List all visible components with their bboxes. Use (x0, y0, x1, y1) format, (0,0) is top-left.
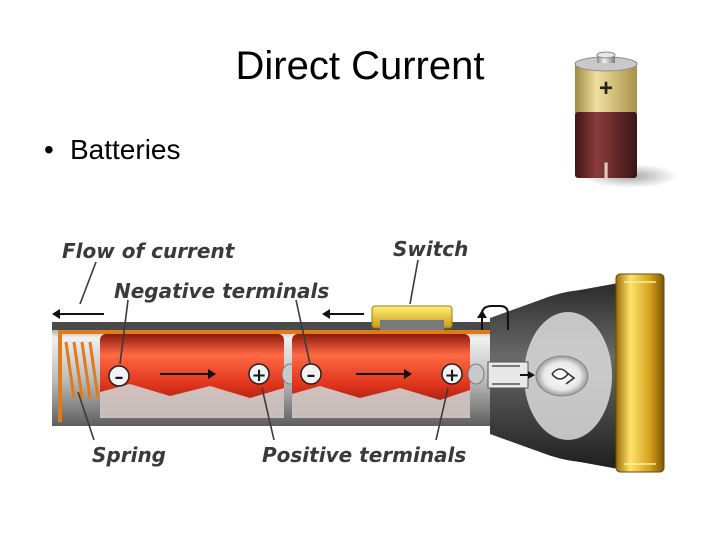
socket-threads (492, 365, 520, 385)
label-positive-terminals: Positive terminals (262, 443, 466, 467)
slide-title: Direct Current (235, 44, 485, 88)
cell-1-positive-marker (248, 363, 270, 385)
battery-icon: + I (574, 51, 678, 188)
leader-spring (77, 391, 95, 441)
bullet-list: • Batteries (44, 132, 181, 168)
switch-base (380, 320, 444, 330)
cell-2-negative-marker (300, 363, 322, 385)
cell-2-positive-symbol: + (444, 365, 459, 386)
bezel-highlights (624, 281, 656, 465)
cell-1-positive-symbol: + (251, 365, 266, 386)
battery-bottom-band (575, 112, 637, 178)
flow-arrow-left-head (52, 309, 60, 319)
label-flow-of-current: Flow of current (62, 239, 236, 263)
casing-top-edge (52, 322, 492, 330)
socket-arrow-head (528, 371, 535, 379)
leader-lines (77, 259, 449, 441)
battery-plus-symbol: + (599, 75, 613, 102)
bezel-cap (615, 273, 665, 473)
cell-2-arrow-head (404, 369, 412, 379)
switch-arrow-head (322, 309, 330, 319)
battery-cell-1: – + (100, 334, 299, 418)
leader-negative-2 (295, 299, 311, 365)
cell-2-negative-symbol: – (307, 365, 316, 386)
return-arrow-head (477, 310, 487, 318)
leader-positive-2 (435, 387, 449, 441)
cell-2-nub (467, 363, 485, 385)
leader-flow (79, 261, 97, 305)
label-spring: Spring (92, 443, 166, 467)
conductor-rear (58, 330, 62, 422)
leader-negative-1 (119, 299, 129, 365)
cell-2-positive-marker (441, 363, 463, 385)
battery-terminal-cap (597, 55, 615, 63)
conductor-strip (58, 330, 490, 334)
battery-cell-2: – + (292, 334, 485, 418)
battery-terminal-top (596, 51, 616, 59)
bullet-text: Batteries (70, 134, 181, 165)
return-arrow-path (481, 305, 509, 330)
bullet-dot: • (44, 134, 54, 165)
cell-1-negative-marker (108, 365, 130, 387)
label-switch: Switch (393, 237, 468, 261)
cell-2-cutaway (292, 386, 470, 418)
bulb-filament-arrow (565, 371, 576, 385)
leader-positive-1 (261, 387, 275, 441)
cell-1-negative-symbol: – (115, 367, 124, 388)
cell-1-cutaway (100, 384, 284, 418)
cell-1-arrow-head (208, 369, 216, 379)
battery-minus-symbol: I (603, 158, 609, 183)
bullet-item: • Batteries (44, 132, 181, 168)
leader-switch (409, 259, 419, 305)
spring (64, 341, 100, 399)
bulb (535, 355, 589, 397)
label-negative-terminals: Negative terminals (114, 279, 329, 303)
